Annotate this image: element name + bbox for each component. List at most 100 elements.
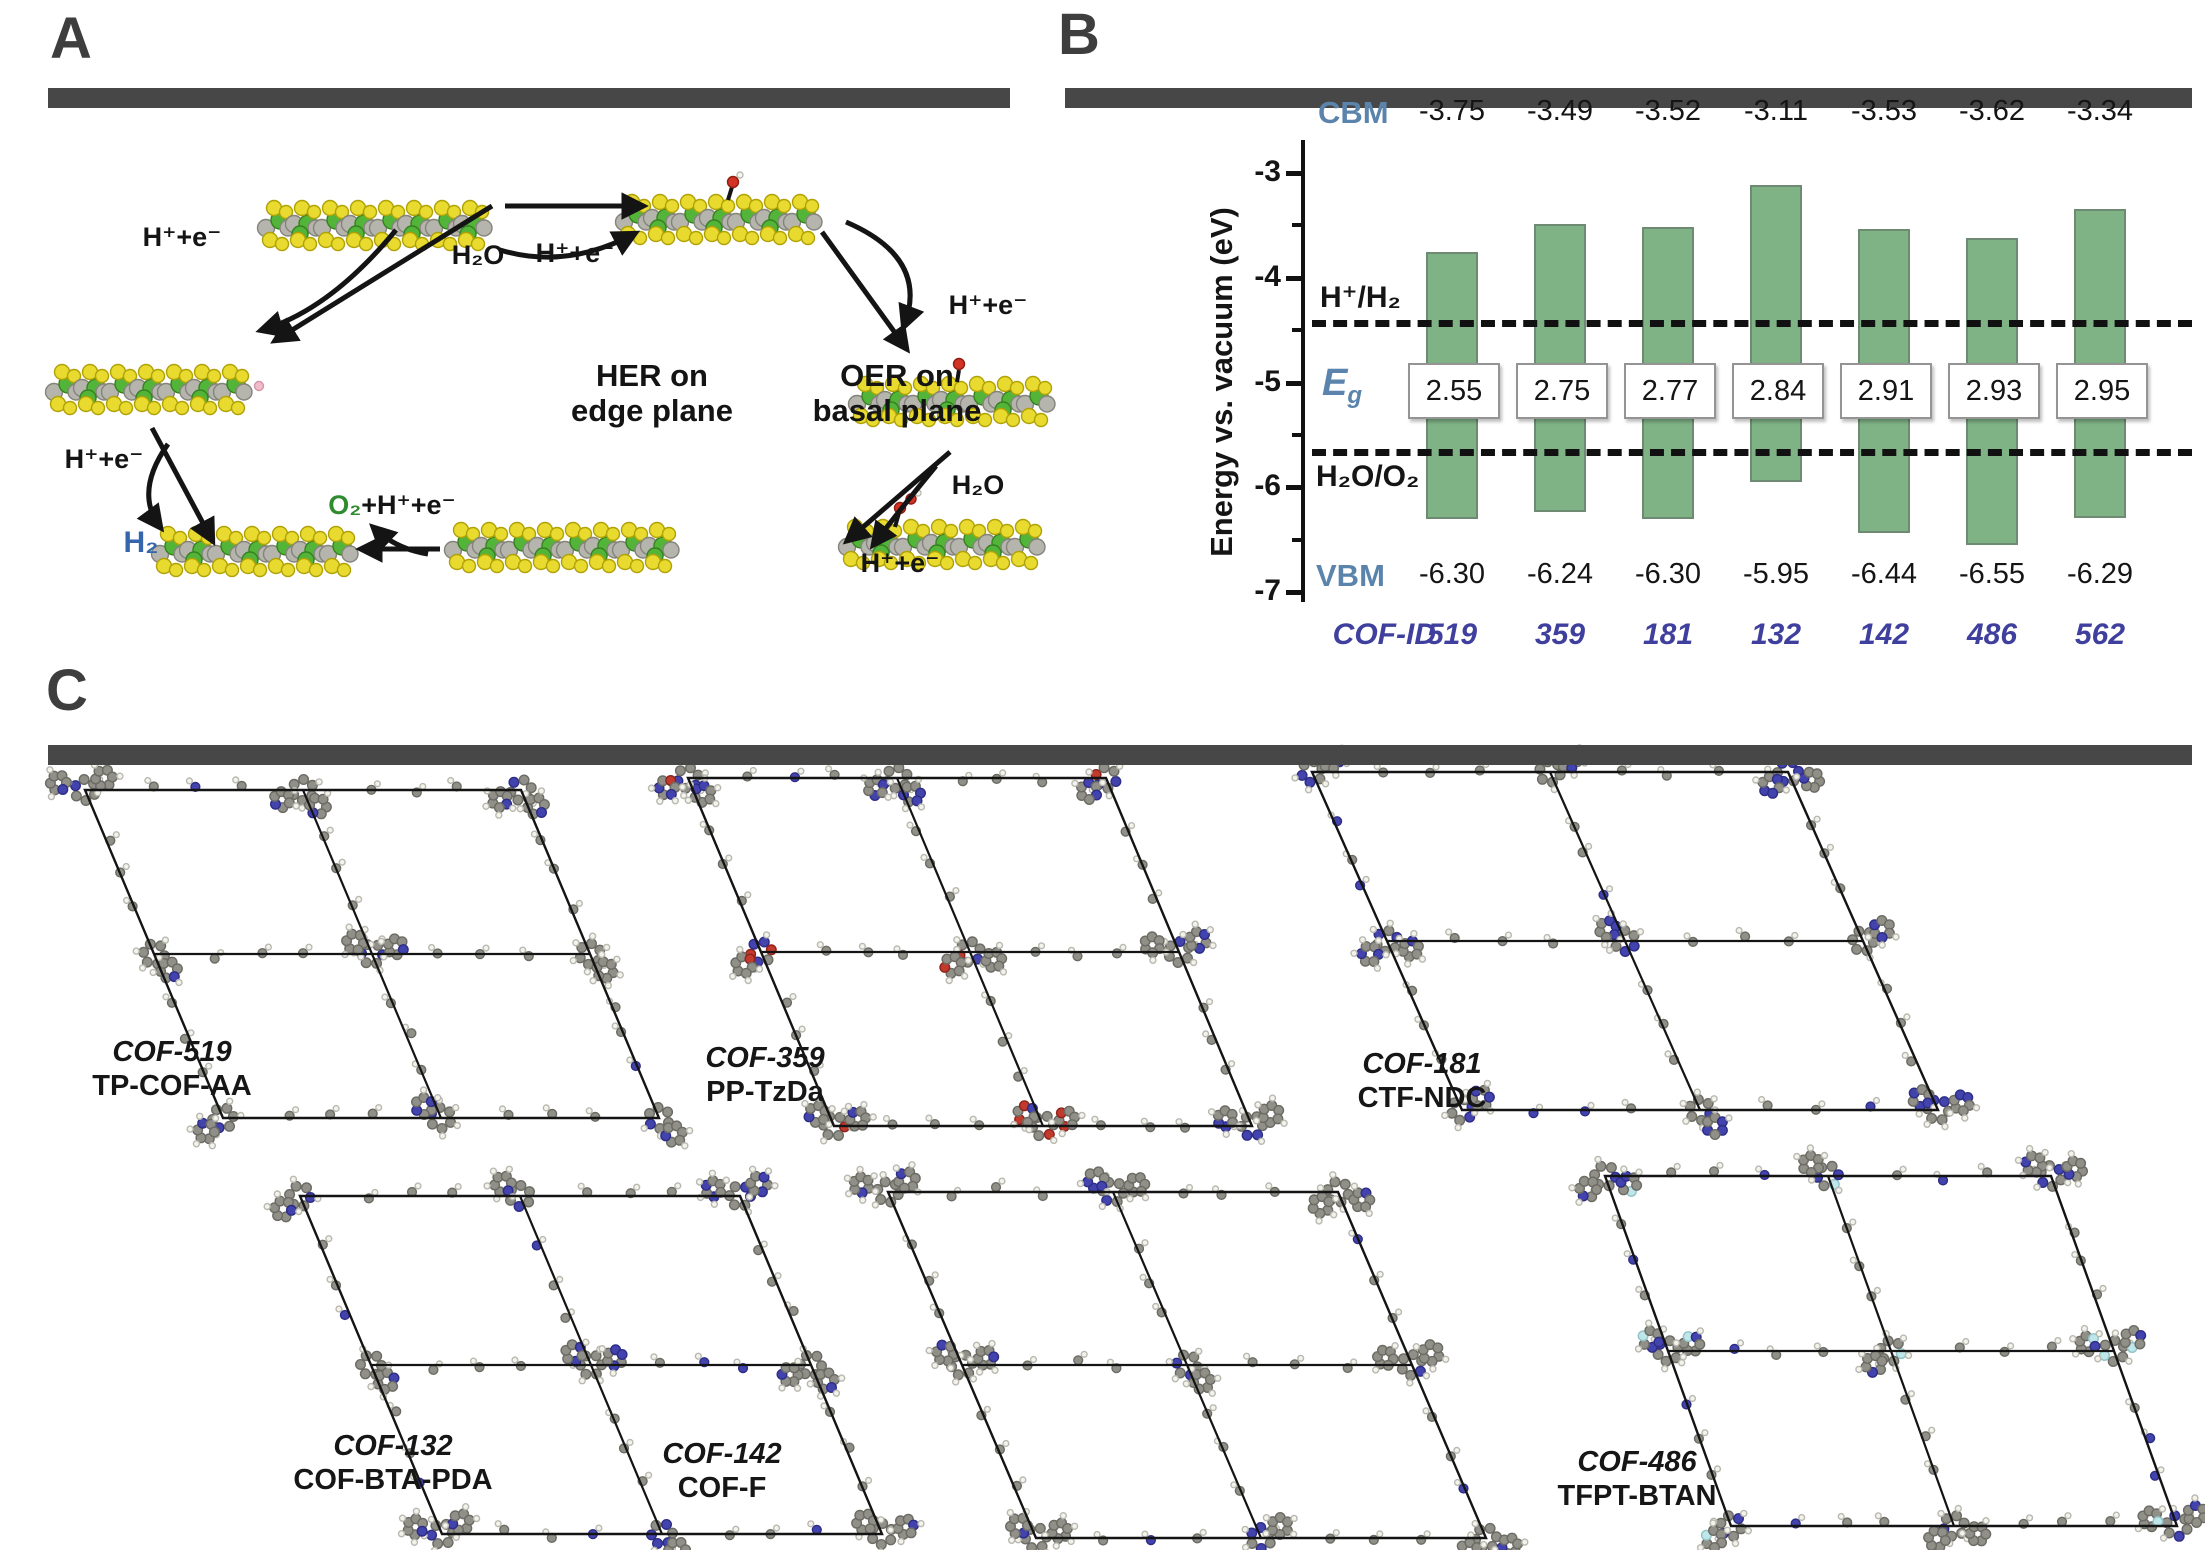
label-h-plus-e-4: H⁺+e⁻ [860, 548, 940, 578]
band-gap-box: 2.91 [1840, 363, 1932, 419]
cof-unit-cell [1568, 1144, 2205, 1550]
cbm-value: -3.53 [1850, 95, 1918, 127]
label-h2o-1: H₂O [451, 240, 505, 270]
band-gap-symbol: Eg [1322, 362, 1363, 409]
cof-unit-cell [1291, 744, 1981, 1140]
y-axis-minor-tick [1292, 537, 1301, 542]
panel-b-header-bar [1065, 88, 2192, 108]
cof-id-value: 562 [2074, 618, 2126, 651]
y-tick-label: -7 [1254, 574, 1281, 607]
oer-potential-label: H₂O/O₂ [1316, 460, 1420, 493]
cof-id-value: 142 [1858, 618, 1910, 651]
cof-unit-cell [843, 1161, 1529, 1550]
cof-id-value: 486 [1966, 618, 2018, 651]
cof-id-value: 359 [1534, 618, 1586, 651]
cof-id-label: COF-142 [662, 1438, 782, 1470]
label-h-plus-e-2: H⁺+e⁻ [535, 238, 615, 268]
y-axis-line [1301, 140, 1305, 602]
y-axis-minor-tick [1292, 432, 1301, 437]
label-h2: H₂ [123, 526, 159, 559]
band-gap-box: 2.84 [1732, 363, 1824, 419]
cof-name-label: TP-COF-AA [92, 1070, 252, 1102]
panel-c-header-bar [48, 745, 2192, 765]
band-gap-box: 2.77 [1624, 363, 1716, 419]
reaction-arrows [136, 192, 952, 563]
vbm-value: -6.44 [1850, 558, 1918, 590]
cof-id-label: COF-359 [705, 1042, 825, 1074]
molecule-slab [837, 489, 1046, 571]
oer-title-line2: basal plane [812, 393, 982, 428]
cof-id-axis-label: COF-ID [1332, 618, 1436, 651]
molecule-slab [256, 199, 493, 252]
label-h2o-2: H₂O [951, 470, 1005, 500]
vbm-value: -6.30 [1634, 558, 1702, 590]
label-o2: O₂ [328, 490, 362, 520]
reference-line-oer [1312, 448, 2192, 456]
y-axis-tick [1286, 171, 1301, 176]
cof-id-value: 181 [1642, 618, 1694, 651]
label-h-plus-e-1: H⁺+e⁻ [142, 222, 222, 252]
vbm-row-label: VBM [1316, 558, 1385, 593]
y-tick-label: -3 [1254, 155, 1281, 188]
vbm-value: -5.95 [1742, 558, 1810, 590]
cof-unit-cell [44, 761, 694, 1150]
y-axis-tick [1286, 485, 1301, 491]
panel-c-letter: C [46, 658, 88, 723]
y-axis-tick [1286, 590, 1301, 595]
cbm-value: -3.52 [1634, 95, 1702, 127]
y-tick-label: -6 [1254, 469, 1281, 503]
band-gap-box: 2.75 [1516, 363, 1608, 419]
cbm-value: -3.62 [1958, 95, 2026, 127]
label-h-plus-e-3: H⁺+e⁻ [948, 290, 1028, 320]
cbm-value: -3.34 [2066, 95, 2134, 127]
energy-bar [1750, 184, 1802, 482]
label-h-plus-e-5: H⁺+e⁻ [64, 444, 144, 474]
cof-name-label: TFPT-BTAN [1557, 1480, 1717, 1512]
y-axis-minor-tick [1292, 328, 1301, 333]
reference-line-her [1312, 319, 2192, 327]
cbm-row-label: CBM [1318, 95, 1389, 130]
y-axis-tick [1286, 380, 1301, 386]
label-o2-tail: +H⁺+e⁻ [361, 490, 456, 520]
cof-id-label: COF-132 [333, 1430, 453, 1462]
cof-unit-cell [263, 1165, 925, 1550]
molecule-slab [150, 525, 359, 578]
cof-id-label: COF-486 [1577, 1446, 1697, 1478]
her-title-line2: edge plane [571, 393, 733, 428]
y-axis-title: Energy vs. vacuum (eV) [1204, 207, 1239, 557]
molecule-slab [44, 363, 265, 416]
vbm-value: -6.29 [2066, 558, 2134, 590]
vbm-value: -6.55 [1958, 558, 2026, 590]
cof-name-label: COF-BTA-PDA [293, 1464, 493, 1496]
her-title-line1: HER on [596, 358, 708, 393]
panel-a-reaction-cycle-art [44, 171, 1056, 578]
cof-name-label: PP-TzDa [706, 1076, 824, 1108]
cbm-value: -3.11 [1744, 95, 1808, 127]
vbm-value: -6.30 [1418, 558, 1486, 590]
panel-b-letter: B [1058, 2, 1100, 67]
cof-id-label: COF-181 [1362, 1048, 1482, 1080]
cof-name-label: COF-F [677, 1472, 767, 1504]
y-tick-label: -5 [1254, 364, 1281, 398]
molecule-slab [614, 171, 823, 246]
y-tick-label: -4 [1254, 259, 1281, 293]
cof-unit-cell [647, 756, 1288, 1146]
her-title: HER on edge plane [571, 358, 733, 428]
y-axis-tick [1286, 275, 1301, 281]
cbm-value: -3.49 [1526, 95, 1594, 127]
cof-id-value: 519 [1426, 618, 1478, 651]
cof-name-label: CTF-NDC [1357, 1082, 1487, 1114]
oer-title-line1: OER on [840, 358, 954, 393]
her-potential-label: H⁺/H₂ [1320, 281, 1401, 314]
vbm-value: -6.24 [1526, 558, 1594, 590]
molecule-slab [847, 357, 1056, 428]
band-gap-box: 2.55 [1408, 363, 1500, 419]
molecule-slab [443, 521, 680, 574]
band-gap-box: 2.93 [1948, 363, 2040, 419]
y-axis-minor-tick [1292, 223, 1301, 228]
panel-a-header-bar [48, 88, 1010, 108]
panel-a-letter: A [50, 6, 92, 71]
band-gap-box: 2.95 [2056, 363, 2148, 419]
